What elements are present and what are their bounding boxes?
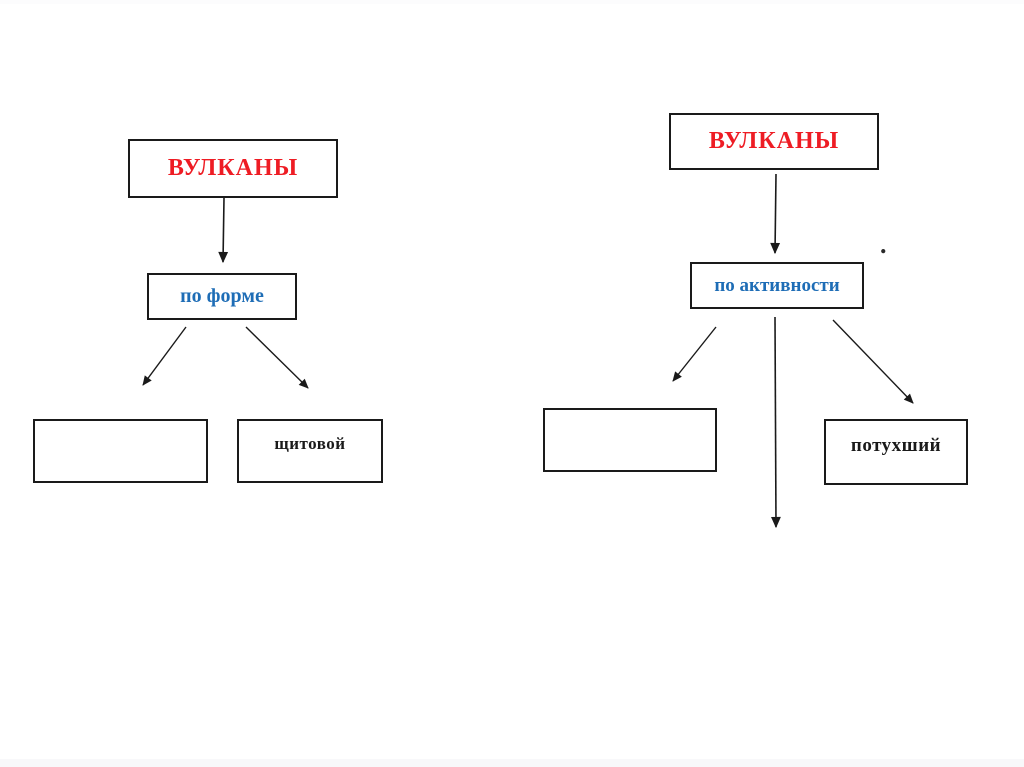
left-child-shield-label: щитовой [274,434,346,453]
right-child-extinct-box: потухший [824,419,968,485]
right-title-label: ВУЛКАНЫ [708,128,840,154]
right-child-extinct-label: потухший [850,435,942,456]
stray-period-mark: . [880,230,887,259]
left-title-label: ВУЛКАНЫ [167,155,299,181]
arrow-left-category-to-empty-box [142,326,187,386]
arrow-right-title-to-category [770,173,781,255]
right-title-box: ВУЛКАНЫ [669,113,879,170]
arrow-right-category-down-long [771,316,781,529]
right-category-box: по активности [690,262,864,309]
slide-top-edge [0,0,1024,4]
left-category-label: по форме [180,285,264,307]
arrow-right-category-to-empty-box [672,326,717,382]
left-title-box: ВУЛКАНЫ [128,139,338,198]
arrow-left-category-to-shield-box [245,326,309,389]
right-child-empty-box [543,408,717,472]
arrow-left-title-to-category [218,197,229,264]
left-child-empty-box [33,419,208,483]
right-category-label: по активности [714,274,840,296]
left-child-shield-box: щитовой [237,419,383,483]
left-category-box: по форме [147,273,297,320]
arrow-right-category-to-extinct-box [832,319,914,404]
slide-bottom-edge [0,759,1024,767]
